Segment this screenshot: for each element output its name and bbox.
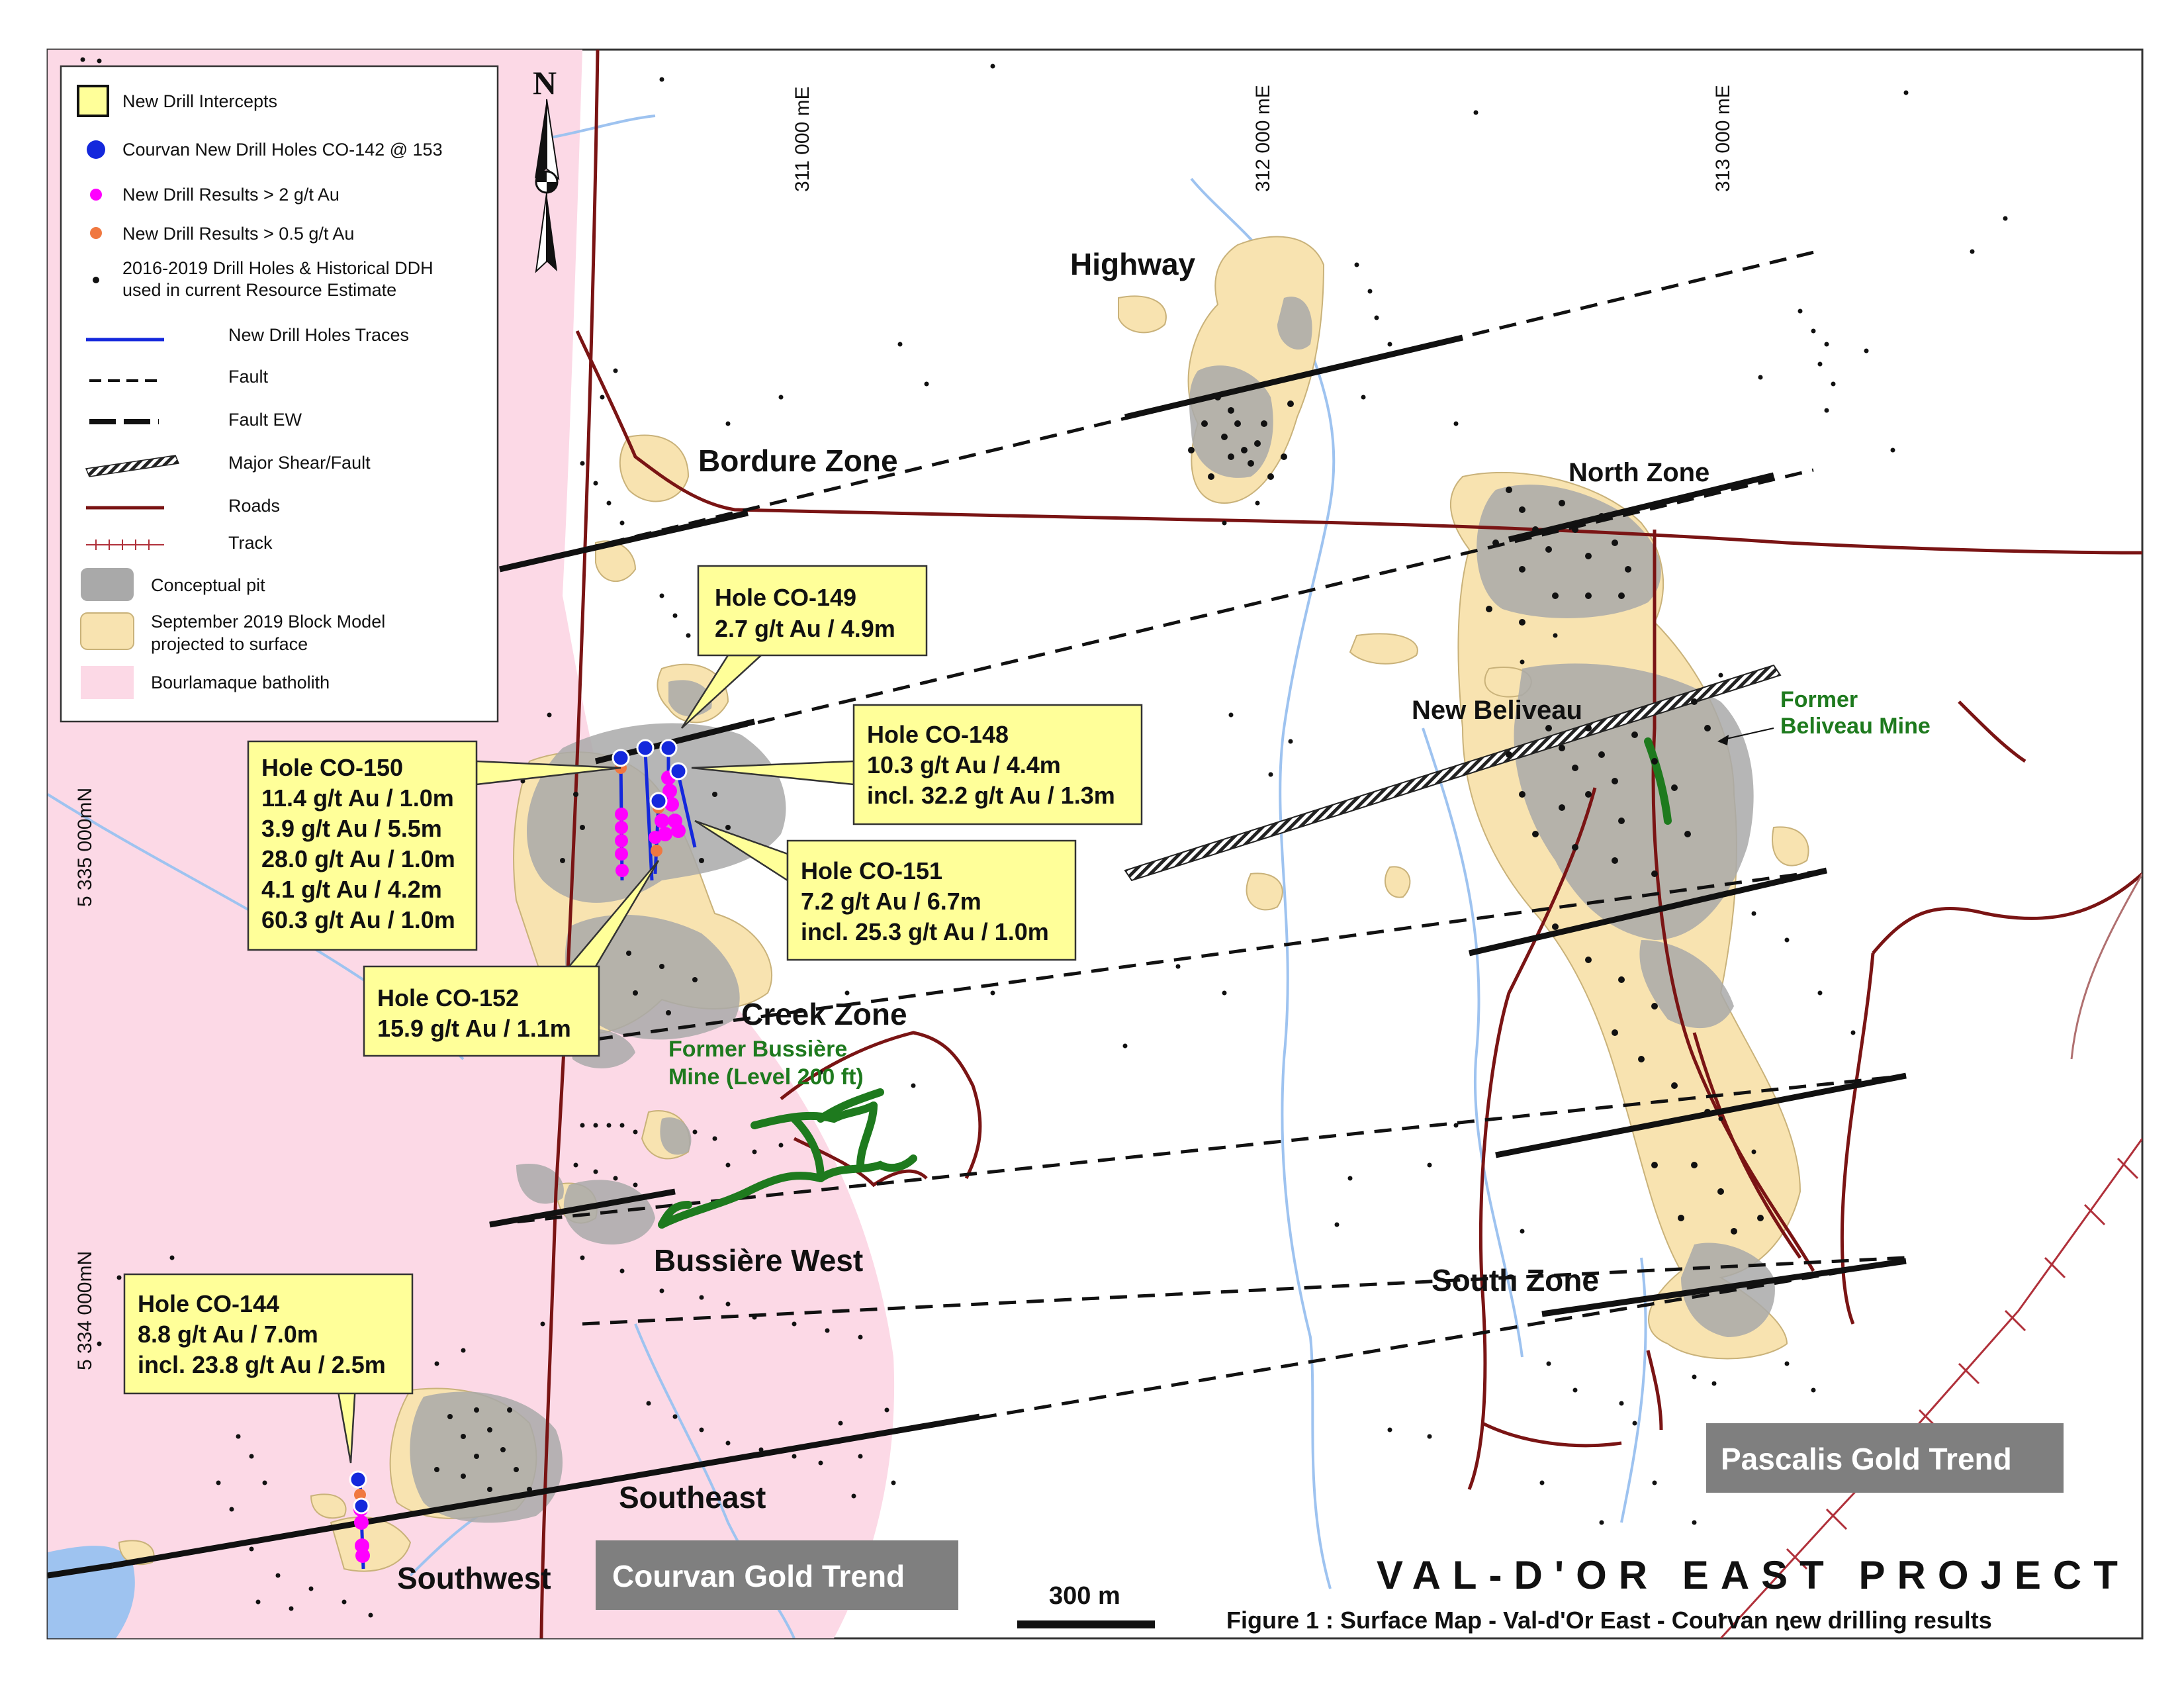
callout-line: 3.9 g/t Au / 5.5m xyxy=(261,815,442,842)
zone-label-bordure: Bordure Zone xyxy=(698,444,898,478)
callout-line: 60.3 g/t Au / 1.0m xyxy=(261,906,455,933)
major-shear xyxy=(1124,664,1782,882)
faults-ew xyxy=(48,334,1907,1579)
zone-label-new-beliveau: New Beliveau xyxy=(1412,696,1582,725)
zone-label-southeast: Southeast xyxy=(619,1480,766,1515)
callout-line: incl. 25.3 g/t Au / 1.0m xyxy=(801,918,1049,945)
callout-line: 8.8 g/t Au / 7.0m xyxy=(138,1321,318,1348)
legend-label: New Drill Holes Traces xyxy=(228,325,409,345)
callout-title: Hole CO-152 xyxy=(377,984,519,1011)
legend-label: New Drill Intercepts xyxy=(122,91,277,111)
legend-label: Roads xyxy=(228,496,280,516)
mine-label-bussiere-2: Mine (Level 200 ft) xyxy=(668,1064,864,1090)
scale-label: 300 m xyxy=(1049,1582,1120,1610)
northing-label-1: 5 335 000mN xyxy=(74,788,96,907)
callout-title: Hole CO-151 xyxy=(801,857,942,884)
new-drill-holes xyxy=(349,739,697,1570)
trend-courvan: Courvan Gold Trend xyxy=(596,1540,958,1610)
pink-swatch-icon xyxy=(81,666,134,699)
callout-co149: Hole CO-149 2.7 g/t Au / 4.9m xyxy=(697,565,928,657)
zone-label-south: South Zone xyxy=(1432,1263,1599,1297)
callout-co148: Hole CO-148 10.3 g/t Au / 4.4m incl. 32.… xyxy=(852,704,1143,825)
callout-line: 11.4 g/t Au / 1.0m xyxy=(261,784,454,812)
legend: New Drill Intercepts Courvan New Drill H… xyxy=(60,65,499,723)
callout-line: incl. 32.2 g/t Au / 1.3m xyxy=(867,782,1115,809)
project-title: VAL-D'OR EAST PROJECT xyxy=(1377,1553,2130,1597)
callout-line: 4.1 g/t Au / 4.2m xyxy=(261,876,442,903)
orange-dot-icon xyxy=(90,227,102,239)
mine-label-beliveau-2: Beliveau Mine xyxy=(1780,714,1931,739)
callout-title: Hole CO-144 xyxy=(138,1290,279,1317)
legend-label: Fault EW xyxy=(228,410,302,430)
callout-line: 7.2 g/t Au / 6.7m xyxy=(801,888,981,915)
easting-label-2: 312 000 mE xyxy=(1252,85,1274,192)
callout-co152: Hole CO-152 15.9 g/t Au / 1.1m xyxy=(363,965,600,1057)
legend-label: 2016-2019 Drill Holes & Historical DDH xyxy=(122,258,433,278)
legend-label: Courvan New Drill Holes CO-142 @ 153 xyxy=(122,140,443,160)
callout-title: Hole CO-148 xyxy=(867,721,1009,748)
legend-label: September 2019 Block Model xyxy=(151,612,385,632)
trend-pascalis: Pascalis Gold Trend xyxy=(1706,1423,2064,1493)
yellow-square-icon xyxy=(77,85,109,117)
legend-label-2: used in current Resource Estimate xyxy=(122,280,396,300)
figure-caption: Figure 1 : Surface Map - Val-d'Or East -… xyxy=(1226,1607,1992,1634)
beliveau-leader xyxy=(1720,727,1774,741)
legend-label: New Drill Results > 0.5 g/t Au xyxy=(122,224,354,244)
legend-label-2: projected to surface xyxy=(151,634,308,654)
callout-line: 2.7 g/t Au / 4.9m xyxy=(715,615,895,642)
hatched-bar-icon xyxy=(85,455,180,477)
northing-label-2: 5 334 000mN xyxy=(74,1251,96,1370)
north-arrow-label: N xyxy=(533,64,557,101)
north-arrow-icon xyxy=(535,99,547,179)
north-arrow: N xyxy=(533,64,560,273)
black-dot-icon xyxy=(93,277,99,283)
legend-label: New Drill Results > 2 g/t Au xyxy=(122,185,340,205)
drill-cluster xyxy=(434,394,1764,1492)
callout-co150: Hole CO-150 11.4 g/t Au / 1.0m 3.9 g/t A… xyxy=(247,740,478,951)
callout-title: Hole CO-149 xyxy=(715,584,856,611)
easting-label-1: 311 000 mE xyxy=(792,86,813,192)
grid-labels: 311 000 mE 312 000 mE 313 000 mE 5 335 0… xyxy=(74,85,1734,1370)
zone-label-creek: Creek Zone xyxy=(741,997,907,1031)
track-line-icon xyxy=(86,539,164,550)
legend-label: Track xyxy=(228,533,273,553)
legend-label: Conceptual pit xyxy=(151,575,265,595)
zone-label-north: North Zone xyxy=(1569,458,1709,487)
tan-swatch-icon xyxy=(80,612,134,650)
magenta-dot-icon xyxy=(90,189,102,201)
easting-label-3: 313 000 mE xyxy=(1712,85,1734,192)
trend-label: Courvan Gold Trend xyxy=(612,1559,905,1593)
mine-label-beliveau-1: Former xyxy=(1780,687,1858,712)
mine-label-bussiere-1: Former Bussière xyxy=(668,1037,847,1062)
callout-co144: Hole CO-144 8.8 g/t Au / 7.0m incl. 23.8… xyxy=(123,1273,414,1395)
lake xyxy=(48,1546,135,1638)
grey-swatch-icon xyxy=(81,568,134,601)
road-minor xyxy=(2070,873,2142,1060)
callout-line: 28.0 g/t Au / 1.0m xyxy=(261,845,455,872)
mine-workings xyxy=(658,737,1672,1229)
callout-co151: Hole CO-151 7.2 g/t Au / 6.7m incl. 25.3… xyxy=(786,839,1077,961)
beliveau-leader-arrow-icon xyxy=(1717,735,1729,745)
zone-label-highway: Highway xyxy=(1070,247,1196,281)
legend-label: Bourlamaque batholith xyxy=(151,673,330,692)
blue-dot-icon xyxy=(87,140,105,159)
trend-label: Pascalis Gold Trend xyxy=(1721,1442,2012,1476)
callout-line: 10.3 g/t Au / 4.4m xyxy=(867,751,1061,778)
callout-line: incl. 23.8 g/t Au / 2.5m xyxy=(138,1351,386,1378)
legend-label: Major Shear/Fault xyxy=(228,453,371,473)
scale-bar: 300 m xyxy=(1017,1582,1155,1628)
legend-label: Fault xyxy=(228,367,269,387)
callout-line: 15.9 g/t Au / 1.1m xyxy=(377,1015,571,1042)
callout-title: Hole CO-150 xyxy=(261,754,403,781)
zone-label-bussiere-west: Bussière West xyxy=(654,1243,863,1278)
zone-label-southwest: Southwest xyxy=(397,1561,551,1595)
